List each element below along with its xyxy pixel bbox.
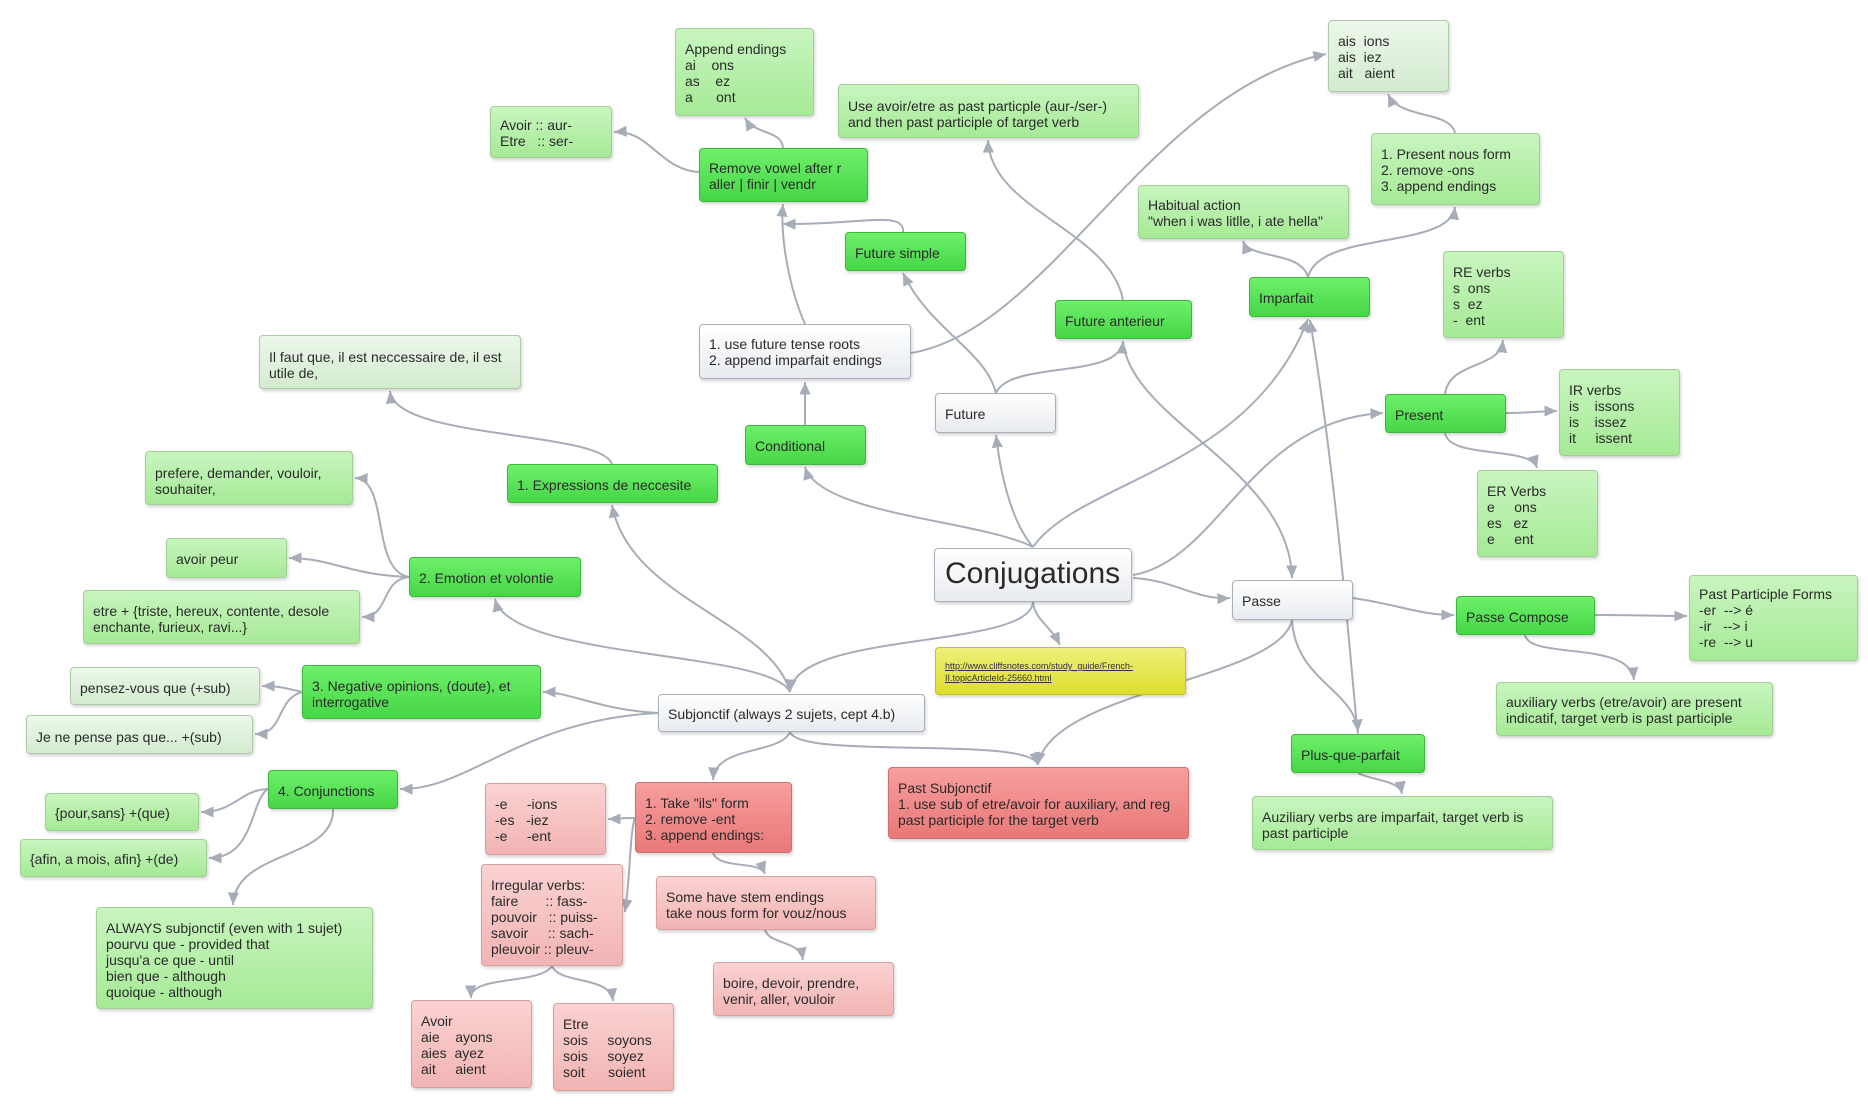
node-habitual-action[interactable]: Habitual action "when i was litlle, i at… [1138, 185, 1349, 239]
node-past-subjonctif[interactable]: Past Subjonctif 1. use sub of etre/avoir… [888, 767, 1189, 839]
node-always-subjonctif[interactable]: ALWAYS subjonctif (even with 1 sujet) po… [96, 907, 373, 1009]
connector-take-ils-stem [712, 852, 766, 875]
connector-passe-plus-que-parfait [1291, 619, 1363, 733]
node-er-verbs[interactable]: ER Verbs e ons es ez e ent [1477, 470, 1598, 557]
node-pensez-vous-que[interactable]: pensez-vous que (+sub) [70, 667, 260, 705]
connector-future-future-simple [902, 272, 997, 394]
connector-root-future [991, 434, 1034, 548]
node-append-endings[interactable]: Append endings ai ons as ez a ont [675, 28, 814, 116]
connector-subj-emotion [492, 598, 791, 693]
node-conditional-steps[interactable]: 1. use future tense roots 2. append impa… [699, 324, 911, 379]
connector-imparfait-steps-endings [1387, 93, 1456, 134]
connector-passe-compose-pp-forms [1594, 610, 1688, 622]
node-plus-que-parfait[interactable]: Plus-que-parfait [1291, 734, 1425, 773]
connector-passe-future-anterieur [1122, 340, 1298, 579]
node-ir-verbs[interactable]: IR verbs is issons is issez it issent [1559, 369, 1680, 456]
node-emotion-volontie[interactable]: 2. Emotion et volontie [409, 557, 581, 597]
node-re-verbs[interactable]: RE verbs s ons s ez - ent [1443, 251, 1564, 338]
connector-future-anterieur-use-avoir [982, 139, 1124, 301]
connector-emotion-prefere [354, 473, 410, 578]
node-avoir-subjonctif[interactable]: Avoir aie ayons aies ayez ait aient [411, 1000, 532, 1088]
connector-subj-conjunctions [399, 712, 659, 795]
node-auxiliary-verbs[interactable]: auxiliary verbs (etre/avoir) are present… [1496, 682, 1773, 736]
node-imparfait-endings[interactable]: ais ions ais iez ait aient [1328, 20, 1449, 92]
root-node-conjugations[interactable]: Conjugations [934, 548, 1132, 602]
connector-negative-je-ne-pense [254, 691, 303, 740]
connector-present-ir [1505, 405, 1558, 417]
node-subjonctif[interactable]: Subjonctif (always 2 sujets, cept 4.b) [658, 694, 925, 732]
connector-irregular-etre [551, 965, 618, 1002]
connector-present-er [1444, 432, 1539, 469]
connector-remove-vowel-append [744, 117, 784, 149]
node-prefere-demander[interactable]: prefere, demander, vouloir, souhaiter, [145, 451, 353, 505]
connector-conj-afin [208, 788, 269, 864]
connector-take-ils-endings [607, 813, 636, 825]
node-remove-vowel[interactable]: Remove vowel after r aller | finir | ven… [699, 148, 868, 202]
connector-steps-remove-vowel [776, 203, 806, 325]
node-take-ils-form[interactable]: 1. Take "ils" form 2. remove -ent 3. app… [635, 782, 792, 853]
connector-stem-boire [764, 929, 807, 961]
connector-passe-passe-compose [1352, 597, 1455, 621]
node-il-faut-que[interactable]: Il faut que, il est neccessaire de, il e… [259, 335, 521, 389]
connector-steps-imparfait-endings [910, 51, 1327, 354]
connector-subj-take-ils [708, 731, 791, 781]
connector-negative-pensez [261, 680, 303, 693]
node-passe-compose[interactable]: Passe Compose [1456, 596, 1595, 635]
connector-emotion-etre-triste [361, 576, 410, 623]
connector-conj-pour-sans [200, 788, 269, 818]
node-negative-opinions[interactable]: 3. Negative opinions, (doute), et interr… [302, 665, 541, 719]
node-cliffsnotes-link[interactable]: http://www.cliffsnotes.com/study_guide/F… [935, 647, 1186, 695]
connector-emotion-avoir-peur [288, 552, 410, 578]
node-afin-a-mois[interactable]: {afin, a mois, afin} +(de) [20, 839, 207, 877]
connector-root-subjonctif [785, 601, 1034, 693]
connector-root-imparfait [1032, 318, 1309, 548]
node-stem-endings[interactable]: Some have stem endings take nous form fo… [656, 876, 876, 930]
node-conjunctions[interactable]: 4. Conjunctions [268, 770, 398, 809]
connector-future-future-anterieur [995, 340, 1128, 394]
node-imparfait[interactable]: Imparfait [1249, 277, 1370, 317]
connector-remove-vowel-avoir-etre [613, 125, 700, 173]
connector-irregular-avoir [464, 965, 553, 999]
node-etre-triste[interactable]: etre + {triste, hereux, contente, desole… [83, 590, 360, 644]
connector-present-re [1444, 339, 1508, 395]
connector-passe-compose-aux [1524, 634, 1639, 681]
node-future-simple[interactable]: Future simple [845, 232, 966, 271]
node-future[interactable]: Future [935, 393, 1056, 433]
connector-pqp-note [1357, 772, 1406, 795]
node-present[interactable]: Present [1385, 394, 1506, 433]
node-plus-que-parfait-note[interactable]: Auziliary verbs are imparfait, target ve… [1252, 796, 1553, 850]
connector-take-ils-irregular [621, 817, 636, 913]
node-avoir-peur[interactable]: avoir peur [166, 538, 287, 578]
node-past-participle-forms[interactable]: Past Participle Forms -er --> é -ir --> … [1689, 575, 1858, 661]
connector-root-present [1132, 408, 1384, 576]
connector-root-link [1032, 601, 1061, 646]
node-irregular-verbs[interactable]: Irregular verbs: faire :: fass- pouvoir … [481, 864, 623, 966]
connector-subj-expressions [608, 504, 791, 693]
connector-subj-past-subj [789, 731, 1041, 766]
node-expressions-necessite[interactable]: 1. Expressions de neccesite [507, 464, 718, 503]
node-subjonctif-endings[interactable]: -e -ions -es -iez -e -ent [485, 783, 606, 855]
node-boire-devoir[interactable]: boire, devoir, prendre, venir, aller, vo… [713, 962, 894, 1016]
connector-expressions-il-faut [385, 390, 613, 465]
node-future-anterieur[interactable]: Future anterieur [1055, 300, 1192, 339]
connector-future-simple-remove-vowel [782, 218, 905, 233]
node-avoir-etre-future[interactable]: Avoir :: aur- Etre :: ser- [490, 106, 612, 158]
connector-conj-always [227, 808, 335, 906]
connector-subj-negative [542, 686, 659, 714]
node-pour-sans[interactable]: {pour,sans} +(que) [45, 793, 199, 831]
node-passe[interactable]: Passe [1232, 580, 1353, 620]
node-etre-subjonctif[interactable]: Etre sois soyons sois soyez soit soient [553, 1003, 674, 1091]
connector-root-passe [1132, 577, 1231, 605]
connector-root-conditional [803, 466, 1034, 548]
node-conditional[interactable]: Conditional [745, 425, 866, 465]
connector-pqp-imparfait [1306, 319, 1359, 735]
node-je-ne-pense[interactable]: Je ne pense pas que... +(sub) [26, 715, 253, 754]
node-use-avoir-etre[interactable]: Use avoir/etre as past particple (aur-/s… [838, 84, 1139, 138]
connector-imparfait-steps [1307, 206, 1460, 278]
node-imparfait-steps[interactable]: 1. Present nous form 2. remove -ons 3. a… [1371, 133, 1540, 205]
connector-imparfait-habitual [1242, 240, 1309, 278]
